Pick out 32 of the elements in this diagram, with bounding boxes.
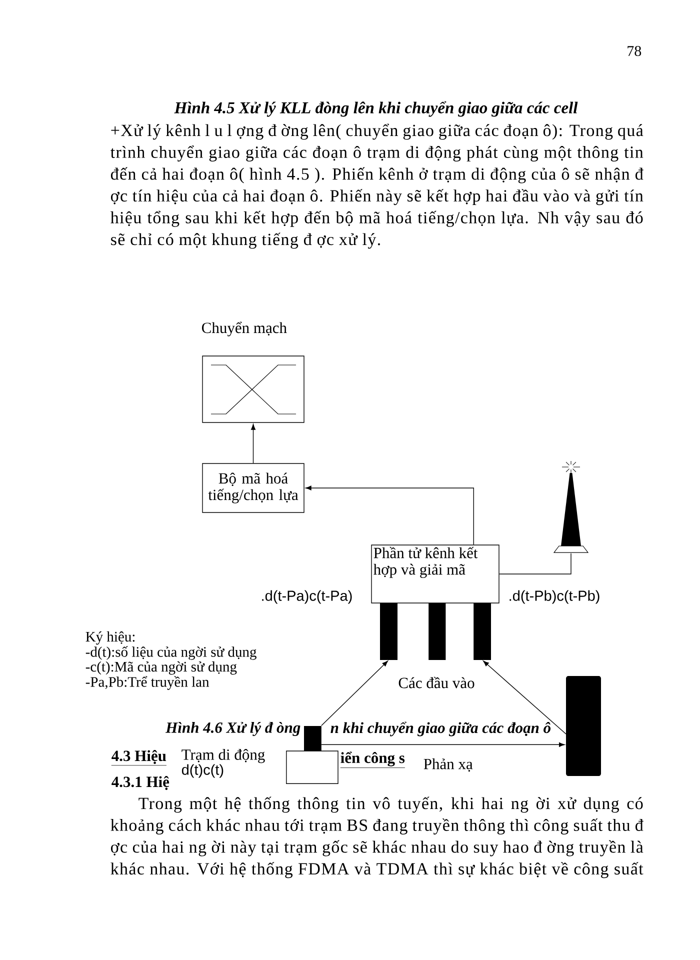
signal-label: .d(t-Pb)c(t-Pb): [510, 590, 600, 604]
input-bar: [380, 603, 398, 660]
group-label: Các đầu vào: [398, 676, 474, 688]
key-entry: -c(t):Mã của ngời sử dụng: [86, 661, 237, 675]
figure-caption: n khi chuyển giao giữa các đoạn ô: [330, 722, 551, 736]
text-label: Phản xạ: [424, 758, 473, 772]
arrow: [306, 486, 474, 545]
process-box: Bộ mã hoá tiếng/chọn lựa: [202, 463, 304, 513]
paragraph: +Xử lý kênh l u l ợng đ ờng lên( chuyển giao giữa các đoạn ô): Trong quá trình chuyển giao giữa các đoạn ô trạm di động phát cùng một thông tin đến cả hai đoạn ô( hình 4.5 ). Phiến kênh ở trạm di động của ô sẽ nhận đ ợc tín hiệu của cả hai đoạn ô. Phiến này sẽ kết hợp hai đầu vào và gửi tín hiệu tổng sau khi kết hợp đến bộ mã hoá tiếng/chọn lựa. Nh vậy sau đó sẽ chỉ có một khung tiếng đ ợc xử lý.: [110, 124, 644, 249]
process-box: Phần tử kênh kết hợp và giải mã: [371, 544, 500, 604]
station-label: d(t)c(t): [182, 764, 224, 778]
reflector-block: [566, 676, 601, 776]
key-entry: -Pa,Pb:Trể truyền lan: [86, 676, 210, 690]
connector-line: [499, 553, 572, 574]
section-heading: iển công s: [340, 752, 406, 768]
signal-label: .d(t-Pa)c(t-Pa): [262, 590, 352, 604]
figure-caption: Hình 4.6 Xử lý đ òng: [166, 722, 300, 736]
arrow: [321, 660, 388, 726]
section-heading: 4.3 Hiệu: [111, 750, 167, 766]
input-bar: [474, 603, 491, 660]
key-entry: -d(t):số liệu của ngời sử dụng: [86, 646, 256, 660]
arrow: [251, 424, 256, 464]
paragraph: Trong một hệ thống thông tin vô tuyến, khi hai ng ời xử dụng có khoảng cách khác nhau tới trạm BS đang truyền thông thì công suất thu đ ợc của hai ng ời này tại trạm gốc sẽ khác nhau do suy hao đ ờng truyền là khác nhau. Với hệ thống FDMA và TDMA thì sự khác biệt về công suất: [110, 796, 644, 878]
arrow: [483, 660, 566, 734]
input-bar: [428, 603, 446, 660]
key-title: Ký hiệu:: [86, 631, 135, 645]
figure-caption: Hình 4.5 Xử lý KLL đòng lên khi chuyển giao giữa các cell: [174, 101, 578, 117]
page-number: 78: [628, 46, 642, 56]
section-heading: 4.3.1 Hiệ: [112, 776, 170, 790]
box-heading: Chuyển mạch: [202, 322, 287, 336]
station-label: Trạm di động: [182, 748, 265, 764]
arrow: [321, 742, 565, 747]
